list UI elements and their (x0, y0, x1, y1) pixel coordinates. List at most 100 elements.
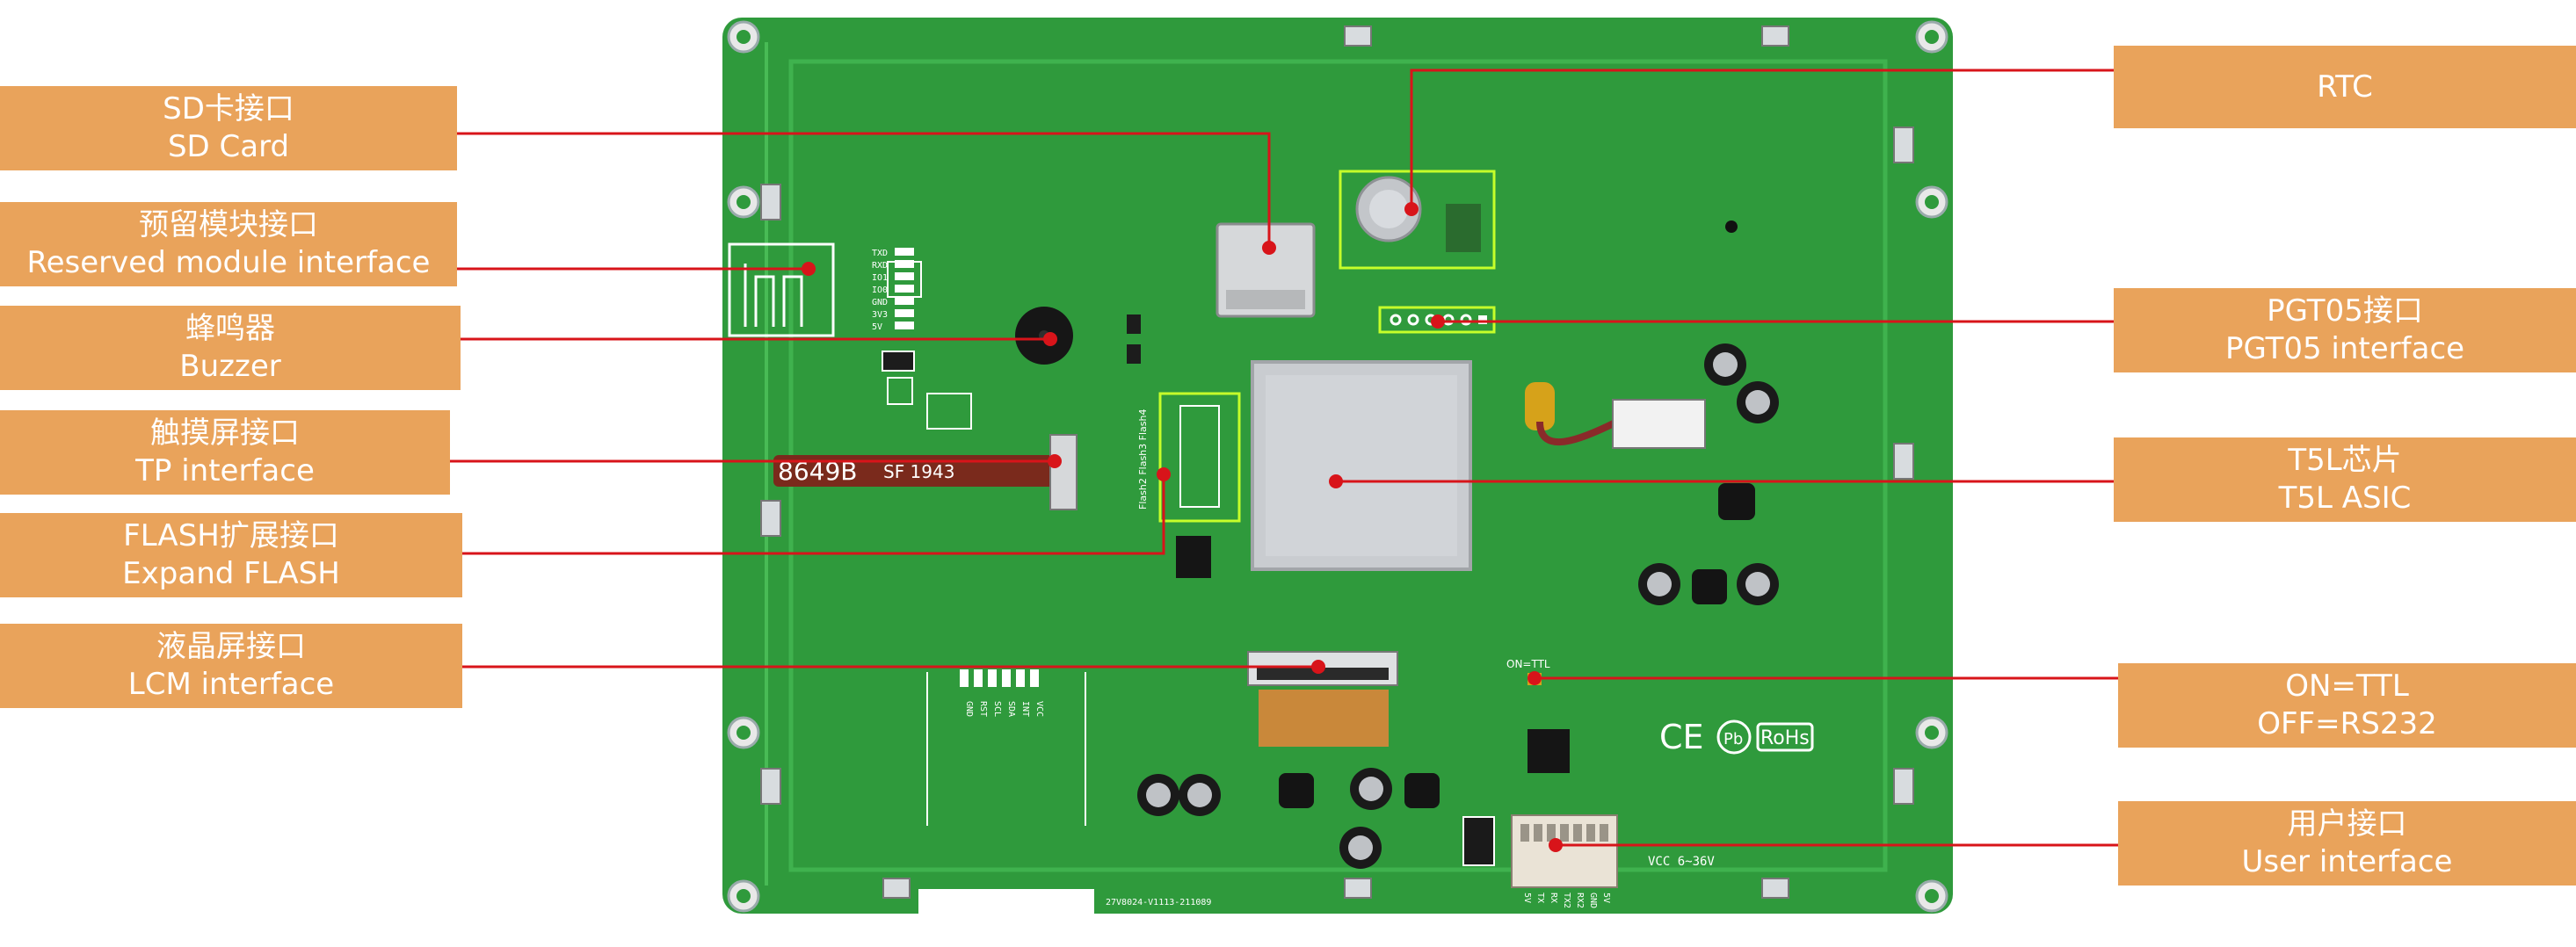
callout-reserved-module: 预留模块接口 Reserved module interface (0, 202, 457, 286)
callout-pgt05-interface-en: PGT05 interface (2224, 331, 2465, 366)
lcm-fpc-cable (1259, 690, 1389, 747)
board-trace-left (765, 42, 768, 886)
svg-text:RX: RX (1549, 893, 1558, 903)
lcm-connector-body (1257, 668, 1389, 680)
tp-connector (1049, 434, 1078, 510)
callout-tp-interface-en: TP interface (135, 453, 315, 488)
module-smd-a (887, 261, 922, 298)
svg-text:5V: 5V (1601, 893, 1611, 903)
reserved-module-footprint (728, 242, 835, 337)
callout-sd-card: SD卡接口 SD Card (0, 86, 457, 170)
pointer-expand-flash (462, 474, 1165, 555)
flash-chip (1176, 536, 1211, 578)
callout-ttl-rs232-line2: OFF=RS232 (2257, 706, 2437, 741)
user-pin-labels: 5V TX RX TX2 RX2 GND 5V (1522, 893, 1611, 908)
callout-lcm-interface-en: LCM interface (127, 667, 335, 702)
callout-t5l-asic-zh: T5L芯片 (2288, 443, 2402, 478)
mounting-holes (727, 20, 1948, 913)
vcc-silkscreen: VCC 6~36V (1648, 855, 1715, 869)
edge-clips (760, 25, 1914, 899)
t5l-shield-inner (1266, 375, 1457, 556)
svg-text:SDA: SDA (1006, 701, 1016, 717)
svg-text:GND: GND (872, 298, 888, 307)
rtc-highlight-box (1339, 170, 1496, 270)
battery-wire (1536, 418, 1619, 446)
svg-text:TX2: TX2 (1562, 893, 1571, 908)
callout-t5l-asic: T5L芯片 T5L ASIC (2114, 437, 2576, 522)
callout-buzzer-en: Buzzer (179, 349, 281, 384)
callout-lcm-interface: 液晶屏接口 LCM interface (0, 624, 462, 708)
rs232-ic (1527, 729, 1570, 773)
module-smd-e (1127, 314, 1141, 334)
svg-text:INT: INT (1020, 701, 1030, 717)
power-inductors (1279, 483, 1755, 808)
callout-tp-interface-zh: 触摸屏接口 (150, 416, 300, 451)
callout-user-interface-en: User interface (2241, 844, 2453, 879)
callout-lcm-interface-zh: 液晶屏接口 (156, 629, 306, 664)
svg-text:RX2: RX2 (1575, 893, 1585, 908)
svg-text:IO1: IO1 (872, 273, 888, 283)
pb-free-text: Pb (1723, 730, 1743, 748)
pointer-rtc (1410, 69, 2114, 209)
callout-rtc-en: RTC (2317, 69, 2373, 105)
rtc-battery-inner (1369, 190, 1408, 228)
callout-pointers (450, 69, 2118, 847)
backlight-connector (1612, 399, 1706, 449)
module-smd-d (926, 393, 972, 430)
module-smd-b (882, 351, 915, 372)
callout-sd-card-zh: SD卡接口 (163, 91, 294, 127)
svg-text:IO0: IO0 (872, 286, 888, 295)
callout-buzzer-zh: 蜂鸣器 (185, 311, 275, 346)
callout-expand-flash: FLASH扩展接口 Expand FLASH (0, 513, 462, 597)
flash-sop-footprint (1179, 405, 1220, 508)
module-pin-pads (895, 248, 914, 329)
board-fiducial (1725, 220, 1738, 233)
module-pin-labels: TXD RXD IO1 IO0 GND 3V3 5V (872, 249, 888, 332)
callout-ttl-rs232-line1: ON=TTL (2285, 669, 2409, 704)
sd-card-slot-mouth (1226, 290, 1305, 309)
svg-text:5V: 5V (872, 322, 882, 332)
reverse-protection-diode (1462, 816, 1495, 866)
svg-text:GND: GND (964, 701, 974, 717)
callout-ttl-rs232: ON=TTL OFF=RS232 (2118, 663, 2576, 748)
callout-expand-flash-zh: FLASH扩展接口 (123, 518, 339, 553)
callout-user-interface: 用户接口 User interface (2118, 801, 2576, 886)
ttl-switch-silk: ON=TTL (1506, 658, 1550, 670)
lcm-header-outline (926, 672, 1086, 826)
user-connector-pins (1520, 824, 1608, 842)
svg-text:5V: 5V (1522, 893, 1532, 903)
pgt05-highlight-box (1378, 306, 1496, 334)
callout-pgt05-interface: PGT05接口 PGT05 interface (2114, 288, 2576, 372)
pgt05-pins (1390, 314, 1472, 326)
board-bottom-notch (918, 889, 1094, 924)
pgt05-square-pin (1478, 315, 1487, 324)
callout-pointer-dots (802, 202, 1563, 852)
pointer-sd-card (457, 132, 1271, 248)
pb-free-mark (1716, 719, 1752, 755)
svg-text:RXD: RXD (872, 261, 888, 271)
svg-text:TX: TX (1535, 893, 1545, 903)
svg-text:VCC: VCC (1034, 701, 1044, 717)
rtc-crystal (1446, 204, 1481, 252)
svg-text:TXD: TXD (872, 249, 888, 258)
callout-t5l-asic-en: T5L ASIC (2278, 481, 2412, 516)
callout-sd-card-en: SD Card (167, 129, 290, 164)
callout-expand-flash-en: Expand FLASH (122, 556, 340, 591)
svg-text:GND: GND (1588, 893, 1598, 908)
antenna-silkscreen (744, 264, 803, 327)
pcb-code-silkscreen: 27V8024-V1113-211089 (1106, 898, 1211, 907)
ribbon-code2-text: SF 1943 (883, 461, 954, 482)
lcm-pin-header (960, 669, 1039, 687)
callout-reserved-module-zh: 预留模块接口 (139, 207, 318, 242)
lcm-pin-labels: GND RST SCL SDA INT VCC (964, 701, 1044, 717)
svg-text:SCL: SCL (992, 701, 1002, 717)
electrolytic-capacitors (1137, 343, 1779, 869)
flash-silkscreen: Flash2 Flash3 Flash4 (1137, 409, 1149, 510)
svg-text:RST: RST (978, 701, 988, 717)
tp-ribbon-cable (773, 455, 1055, 487)
callout-rtc: RTC (2114, 46, 2576, 128)
module-smd-f (1127, 344, 1141, 364)
rohs-mark: RoHs (1760, 727, 1810, 749)
